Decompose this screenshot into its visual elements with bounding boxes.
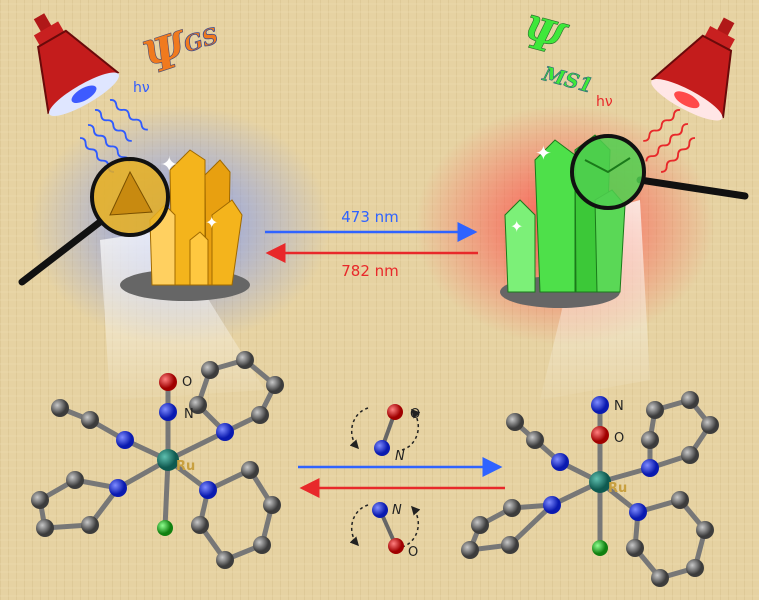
photon-label-left: hν xyxy=(133,80,150,96)
magnifier-left-icon xyxy=(18,157,170,286)
red-photons xyxy=(643,109,696,173)
green-crystal: ✦ ✦ xyxy=(500,134,626,308)
lamp-left-icon xyxy=(33,13,120,117)
rotation-no-to-on: O N xyxy=(349,404,421,464)
svg-text:N: N xyxy=(392,503,402,518)
svg-text:O: O xyxy=(182,375,192,390)
svg-text:O: O xyxy=(614,431,624,446)
svg-text:N: N xyxy=(395,449,405,464)
svg-text:O: O xyxy=(410,407,420,422)
label-473nm: 473 nm xyxy=(341,208,399,226)
label-782nm: 782 nm xyxy=(341,262,399,280)
sparkle-icon: ✦ xyxy=(160,152,178,177)
magnifier-right-icon xyxy=(570,134,749,210)
svg-text:Ru: Ru xyxy=(176,459,195,474)
lamp-right-icon xyxy=(650,17,735,121)
svg-text:N: N xyxy=(614,399,624,414)
yellow-crystal: ✦ ✦ xyxy=(120,149,250,301)
svg-text:N: N xyxy=(184,407,194,422)
molecule-ground-state: O N Ru xyxy=(31,351,284,569)
photon-label-right: hν xyxy=(596,94,613,110)
sparkle-icon: ✦ xyxy=(510,219,523,236)
sparkle-icon: ✦ xyxy=(205,215,218,232)
blue-photons xyxy=(79,99,148,173)
svg-text:Ru: Ru xyxy=(608,481,627,496)
magnified-beam-left xyxy=(100,230,265,400)
rotation-on-to-no: N O xyxy=(349,502,421,560)
svg-text:O: O xyxy=(408,545,418,560)
molecule-metastable-state: N O Ru xyxy=(461,391,719,587)
sparkle-icon: ✦ xyxy=(535,143,552,165)
